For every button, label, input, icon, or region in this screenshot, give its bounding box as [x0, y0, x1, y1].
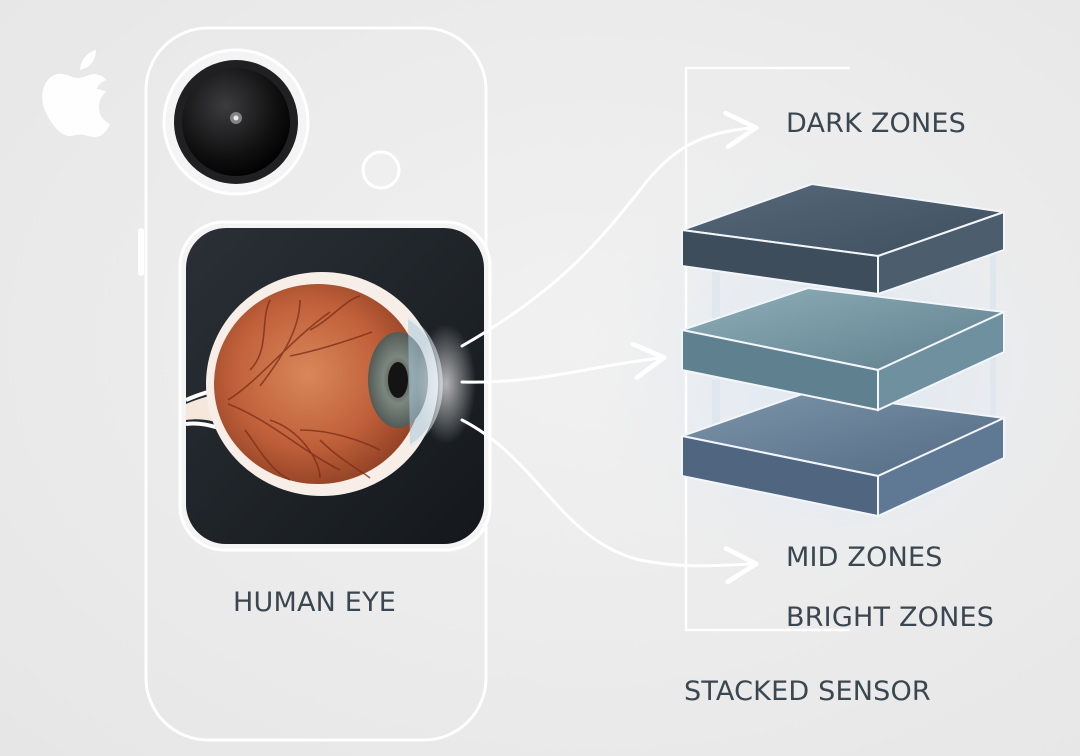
- light-arrows: [460, 110, 759, 585]
- mid-zones-label: MID ZONES: [786, 542, 943, 573]
- sensor-layer-top: [681, 182, 1005, 296]
- apple-logo-icon: [42, 50, 110, 137]
- bright-zones-label: BRIGHT ZONES: [786, 602, 995, 633]
- arrow-to-middle-layer: [460, 341, 667, 384]
- sensor-layer-bottom: [678, 390, 1008, 518]
- flash-icon: [361, 150, 401, 190]
- sensor-connectors: [712, 214, 996, 440]
- arrow-to-dark-zones: [460, 110, 759, 348]
- human-eye-label: HUMAN EYE: [233, 587, 397, 618]
- eye-cross-section-icon: [185, 272, 476, 496]
- dark-zones-label: DARK ZONES: [786, 108, 966, 139]
- camera-lens-icon: [162, 48, 310, 196]
- sensor-layer-middle: [678, 286, 1008, 412]
- stacked-sensor-label: STACKED SENSOR: [684, 676, 931, 707]
- arrow-to-mid-zones: [460, 418, 759, 585]
